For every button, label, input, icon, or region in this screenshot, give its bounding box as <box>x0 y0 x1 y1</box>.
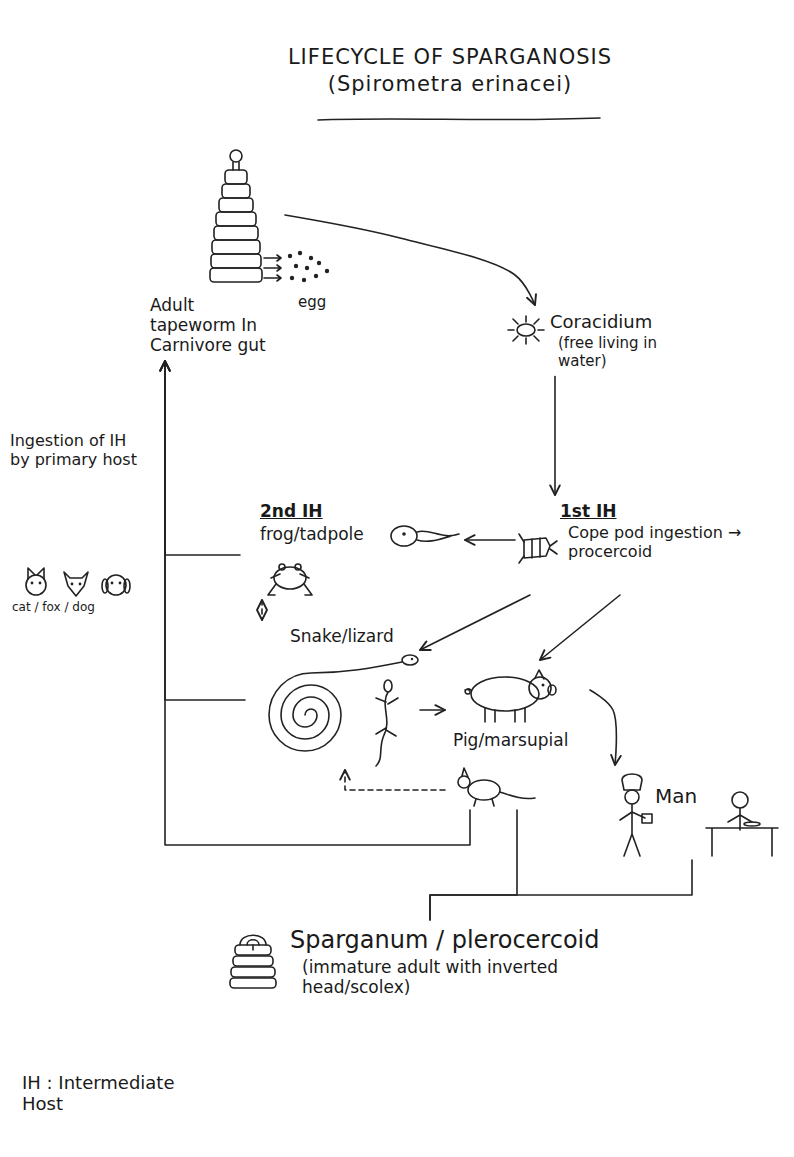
stage-node: Adult tapeworm In Carnivore gut <box>140 145 285 361</box>
flow-arrow <box>165 361 245 700</box>
copepod-drawing <box>519 534 557 563</box>
stage-node: Man <box>605 765 780 860</box>
snake-drawing <box>269 655 418 751</box>
pig-drawing <box>465 670 556 722</box>
stage-note: frog/tadpole <box>260 524 459 544</box>
tadpole-drawing <box>391 526 459 546</box>
lizard-drawing <box>376 680 398 766</box>
stage-label: Adult tapeworm In Carnivore gut <box>150 295 279 355</box>
stage-node: 1st IH Cope pod ingestion → procercoid <box>515 495 785 595</box>
flow-arrow <box>430 810 517 920</box>
stage-note: Cope pod ingestion → procercoid <box>568 524 779 562</box>
stage-label: Man <box>655 785 776 809</box>
flow-arrow <box>165 361 240 555</box>
flow-arrow <box>420 595 530 650</box>
flow-arrow <box>554 377 556 495</box>
flow-arrow <box>590 690 616 765</box>
stage-node: Pig/marsupial <box>445 660 590 810</box>
note-label: IH : Intermediate Host <box>22 1072 212 1114</box>
chef-drawing <box>620 774 652 856</box>
frog-drawing <box>268 564 312 595</box>
diagram-title: LIFECYCLE OF SPARGANOSIS (Spirometra eri… <box>220 44 680 99</box>
flow-arrow <box>165 361 470 845</box>
stage-label: Coracidium <box>550 311 679 332</box>
dashed-arrow <box>261 600 263 620</box>
note-label: Ingestion of IH by primary host <box>10 432 145 470</box>
flow-arrow <box>465 539 515 541</box>
flow-arrow <box>285 215 535 305</box>
stage-node: Snake/lizard <box>245 620 420 770</box>
stage-label: 2nd IH <box>260 501 459 521</box>
stage-label: Sparganum / plerocercoid <box>290 926 659 954</box>
stage-node: Sparganum / plerocercoid (immature adult … <box>215 920 665 1003</box>
stage-node: 2nd IH frog/tadpole <box>240 495 465 600</box>
flow-arrow <box>540 595 620 660</box>
stage-node: Coracidium (free living in water) <box>505 305 685 377</box>
note-label: egg <box>298 294 348 312</box>
sparganum-drawing <box>230 935 276 988</box>
stage-label: Pig/marsupial <box>453 730 586 750</box>
egg-release <box>264 255 281 281</box>
stage-label: 1st IH <box>560 501 779 521</box>
diner-drawing <box>706 792 778 856</box>
carnivore-icons <box>26 568 130 596</box>
stage-note: (immature adult with inverted head/scole… <box>302 957 659 997</box>
stage-note: (free living in water) <box>558 335 679 370</box>
title-underline <box>318 118 600 120</box>
dashed-arrow <box>345 770 445 790</box>
marsupial-drawing <box>458 768 535 806</box>
tapeworm-drawing <box>210 150 262 282</box>
stage-label: Snake/lizard <box>290 626 414 646</box>
flow-arrow <box>420 709 445 711</box>
note-label: cat / fox / dog <box>12 600 147 614</box>
coracidium-drawing <box>508 316 544 344</box>
flow-arrow <box>430 860 692 920</box>
